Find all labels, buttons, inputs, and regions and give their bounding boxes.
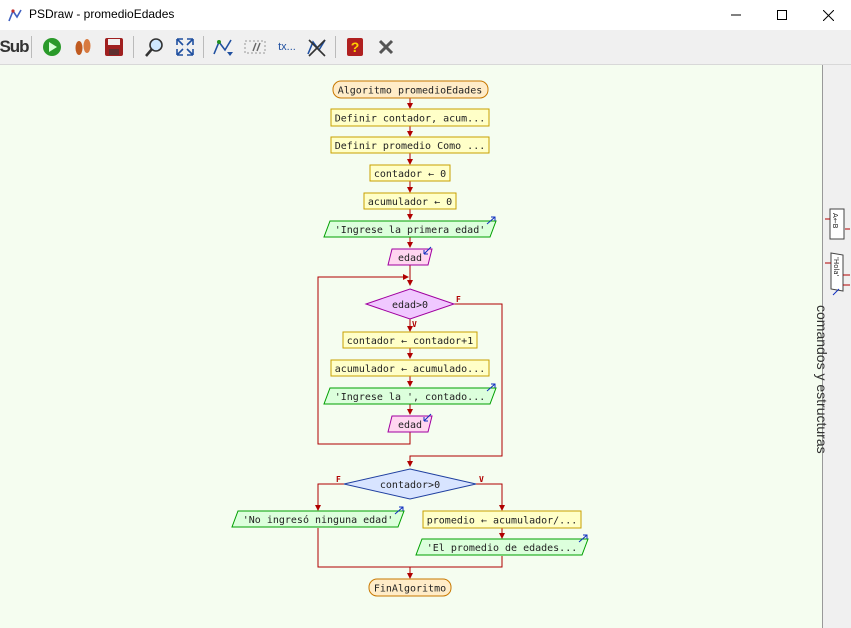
output-arrow-icon — [486, 383, 496, 392]
floppy-disk-icon — [105, 38, 123, 56]
assign-promedio-block[interactable]: promedio ← acumulador/... — [422, 510, 582, 529]
zoom-button[interactable] — [141, 34, 167, 60]
toolbar-separator — [335, 36, 336, 58]
expand-arrows-icon — [176, 38, 194, 56]
define-promedio-block[interactable]: Definir promedio Como ... — [330, 136, 490, 154]
assign-promedio-label: promedio ← acumulador/... — [427, 516, 578, 527]
write-none-block[interactable]: 'No ingresó ninguna edad' — [231, 506, 405, 528]
window-title: PSDraw - promedioEdades — [29, 7, 175, 21]
flowchart-style-icon — [213, 39, 233, 56]
write-prompt1-block[interactable]: 'Ingrese la primera edad' — [323, 216, 497, 238]
output-arrow-icon — [578, 534, 588, 543]
define-contador-block[interactable]: Definir contador, acum... — [330, 108, 490, 127]
assign-tool-label: A←B — [831, 213, 839, 229]
output-arrow-icon — [486, 216, 496, 225]
text-label: tx... — [278, 41, 296, 53]
title-bar: PSDraw - promedioEdades — [0, 0, 851, 30]
connectors — [315, 98, 505, 579]
input-arrow-icon — [423, 413, 432, 422]
commands-side-panel[interactable]: A←B 'Hola' comandos y estructuras — [814, 65, 851, 628]
step-button[interactable] — [70, 34, 96, 60]
minimize-icon — [731, 14, 741, 16]
flowchart-diagram: Algoritmo promedioEdades Definir contado… — [231, 80, 589, 597]
maximize-button[interactable] — [759, 0, 805, 30]
psdraw-app-icon — [8, 9, 22, 22]
side-tools: A←B 'Hola' — [825, 208, 850, 296]
close-button[interactable] — [805, 0, 851, 30]
play-icon — [43, 38, 61, 56]
assign-acumulador-block[interactable]: acumulador ← 0 — [363, 192, 457, 210]
define-promedio-label: Definir promedio Como ... — [335, 141, 486, 152]
flowchart-crossed-icon — [307, 39, 326, 57]
assign-acumulador-label: acumulador ← 0 — [368, 197, 452, 208]
if-false-label: F — [336, 475, 341, 484]
side-panel-label: comandos y estructuras — [814, 305, 830, 454]
start-terminal[interactable]: Algoritmo promedioEdades — [332, 80, 489, 99]
inc-contador-block[interactable]: contador ← contador+1 — [342, 331, 478, 349]
sub-label: Sub — [0, 37, 30, 56]
comment-slash-icon — [244, 40, 266, 54]
end-terminal[interactable]: FinAlgoritmo — [368, 578, 452, 597]
toolbar-separator — [133, 36, 134, 58]
start-label: Algoritmo promedioEdades — [338, 86, 483, 97]
assign-tool[interactable]: A←B — [825, 208, 850, 240]
close-icon — [822, 9, 834, 21]
text-size-button[interactable]: tx... — [273, 34, 301, 60]
write-result-label: 'El promedio de edades... — [427, 543, 578, 554]
side-panel-label-container: comandos y estructuras — [814, 305, 851, 505]
diagram-style-button[interactable] — [210, 34, 236, 60]
read-edad2-block[interactable]: edad — [387, 413, 433, 433]
inc-acumulador-block[interactable]: acumulador ← acumulado... — [330, 359, 490, 377]
close-diagram-button[interactable] — [373, 34, 399, 60]
comments-button[interactable] — [242, 34, 268, 60]
toolbar: Sub tx... ? — [0, 30, 851, 65]
assign-contador-label: contador ← 0 — [374, 169, 446, 180]
output-arrow-icon — [394, 506, 404, 515]
footsteps-icon — [75, 39, 91, 55]
while-condition-label: edad>0 — [392, 300, 428, 311]
magnifier-icon — [145, 38, 163, 57]
write-tool-label: 'Hola' — [832, 257, 840, 277]
write-prompt2-label: 'Ingrese la ', contado... — [335, 392, 486, 403]
sub-button[interactable]: Sub — [0, 34, 30, 60]
end-label: FinAlgoritmo — [374, 584, 446, 595]
if-condition-label: contador>0 — [380, 480, 440, 491]
write-result-block[interactable]: 'El promedio de edades... — [415, 534, 589, 556]
assign-contador-block[interactable]: contador ← 0 — [369, 164, 451, 182]
minimize-button[interactable] — [713, 0, 759, 30]
help-button[interactable]: ? — [342, 34, 368, 60]
write-prompt1-label: 'Ingrese la primera edad' — [335, 225, 486, 236]
save-button[interactable] — [101, 34, 127, 60]
if-condition-diamond[interactable]: contador>0 — [343, 468, 477, 500]
read-edad1-label: edad — [398, 253, 422, 264]
if-true-label: V — [479, 475, 484, 484]
toolbar-separator — [203, 36, 204, 58]
inc-acumulador-label: acumulador ← acumulado... — [335, 364, 486, 375]
while-false-label: F — [456, 295, 461, 304]
flowchart-canvas[interactable]: Algoritmo promedioEdades Definir contado… — [0, 65, 822, 628]
write-tool[interactable]: 'Hola' — [825, 252, 850, 296]
write-none-label: 'No ingresó ninguna edad' — [243, 514, 394, 526]
maximize-icon — [777, 10, 787, 20]
run-button[interactable] — [39, 34, 65, 60]
while-true-label: V — [412, 320, 417, 329]
read-edad2-label: edad — [398, 420, 422, 431]
fit-view-button[interactable] — [172, 34, 198, 60]
toolbar-separator — [31, 36, 32, 58]
svg-text:?: ? — [351, 39, 360, 55]
read-edad1-block[interactable]: edad — [387, 246, 433, 266]
while-condition-diamond[interactable]: edad>0 — [364, 288, 456, 320]
define-contador-label: Definir contador, acum... — [335, 114, 486, 125]
help-book-icon: ? — [347, 38, 363, 56]
inc-contador-label: contador ← contador+1 — [347, 336, 473, 347]
crossed-diagram-button[interactable] — [304, 34, 330, 60]
write-prompt2-block[interactable]: 'Ingrese la ', contado... — [323, 383, 497, 405]
close-x-icon — [378, 39, 394, 55]
input-arrow-icon — [423, 246, 432, 255]
